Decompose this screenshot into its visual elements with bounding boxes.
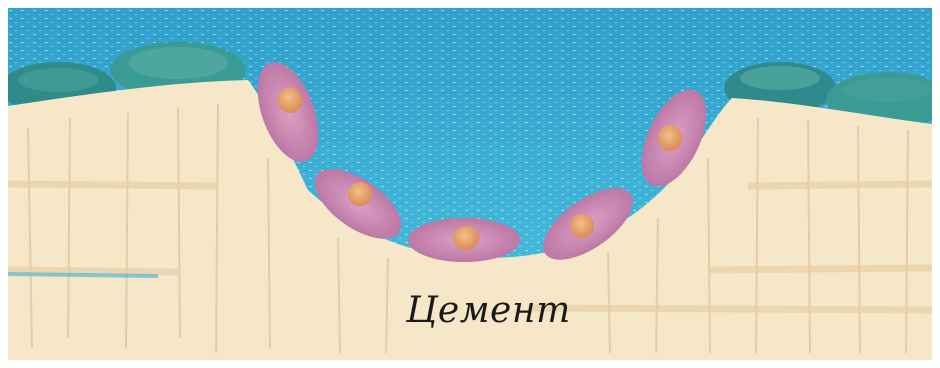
- nucleus-icon: [278, 87, 302, 113]
- nucleus-icon: [453, 226, 479, 250]
- cement-cavity-illustration: Цемент: [8, 8, 932, 360]
- cell-icon: [408, 218, 520, 262]
- water-seep: [8, 274, 158, 276]
- nucleus-icon: [348, 182, 372, 206]
- cement-label: Цемент: [406, 290, 571, 331]
- nucleus-icon: [570, 214, 594, 238]
- nucleus-icon: [658, 125, 682, 151]
